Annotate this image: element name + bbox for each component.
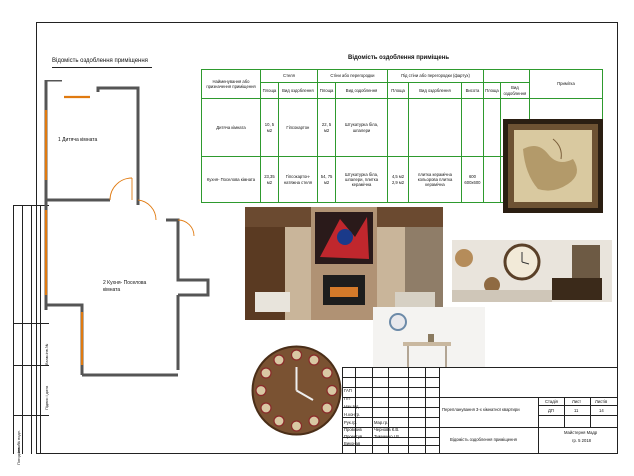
table-cell: плитка керамічна кольорова плитка керамі… (408, 156, 462, 203)
table-cell (408, 98, 462, 157)
stamp-row-label: Виконав (344, 441, 361, 446)
sub-header: Вид оздоблення (277, 82, 318, 99)
table-cell: 23,35 м2 (260, 156, 279, 203)
table-cell: Штукатурка біла, шпалери (335, 98, 388, 157)
sub-header: Висота (460, 82, 485, 99)
table-cell (483, 98, 501, 157)
stamp-row-label: ГІП (344, 396, 351, 401)
room-label-2: 2 Кухня- Поселова кімната (103, 280, 147, 293)
sheet-label: Лист (572, 399, 582, 404)
stamp-name: Чернова К.В. (374, 427, 400, 432)
sub-header: Площа (260, 82, 279, 99)
drawing-frame (36, 22, 618, 454)
table-cell: Дитяча кімната (201, 98, 261, 157)
table-cell: Гіпсокартон (277, 98, 318, 157)
framed-map-image (503, 119, 603, 213)
header-notes: Примітка (529, 69, 603, 99)
stamp-row-label: Проектув (344, 434, 363, 439)
stamp-row-label: Рук.гр. (344, 420, 357, 425)
floor-plan (44, 80, 210, 377)
table-cell (483, 156, 501, 203)
table-cell: 22, 5 м2 (316, 98, 337, 157)
table-cell: Кухня- Поселова кімната (201, 156, 261, 203)
header-walls: Стіни або перегородки (316, 69, 388, 83)
table-title: Відомість оздоблення приміщень (348, 55, 450, 61)
stamp-row-label: ГАП (344, 388, 352, 393)
stamp-name: Мар.гр. (374, 420, 389, 425)
sheets-value: 14 (599, 408, 604, 413)
table-cell (386, 98, 410, 157)
header-room: Найменування або призначення приміщення (201, 69, 261, 99)
sub-header: Площа (483, 82, 501, 99)
header-floor: Під стіни або перегородки (фартух) (386, 69, 485, 83)
table-cell: 600 600х600 (460, 156, 485, 203)
table-cell: Гіпсокартон- натяжна стеля (277, 156, 318, 203)
header-ceiling: Стеля (260, 69, 318, 83)
stamp-name: Тимченко І.В. (374, 434, 401, 439)
org-line-2: гр. 5 2018 (572, 438, 591, 443)
table-cell: 10, 5 м2 (260, 98, 279, 157)
side-label: Інв. № подл. (16, 429, 21, 453)
table-cell: Штукатурка біла, шпалери, плитка кераміч… (335, 156, 388, 203)
stage-label: Стадія (545, 399, 558, 404)
sub-header: Вид оздоблення (499, 82, 531, 99)
sub-header: Площа (316, 82, 337, 99)
console-table-photo (373, 307, 485, 368)
sub-header: Вид оздоблення (335, 82, 388, 99)
stamp-row-label: Провірив (344, 427, 362, 432)
living-room-photo (245, 207, 443, 320)
table-cell: 4,5 м2 2,9 м2 (386, 156, 410, 203)
sheet-title: Відомість оздоблення приміщення (450, 437, 517, 442)
sub-header: Площа (386, 82, 410, 99)
sheets-label: Листів (595, 399, 608, 404)
stamp-row-label: Н.контр. (344, 412, 361, 417)
stamp-row-label: Нач.в.д. (344, 404, 360, 409)
title-block: ГАП ГІП Нач.в.д. Н.контр. Рук.гр. Провір… (342, 367, 618, 454)
side-stamp: Погоджено Взам.інв.№ Підпис і дата Інв. … (13, 205, 49, 465)
table-cell: 54, 75 м2 (316, 156, 337, 203)
sheet-value: 11 (574, 408, 579, 413)
room-label-1: 1 Дитяча кімната (58, 137, 98, 143)
sub-header: Вид оздоблення (408, 82, 462, 99)
stage-value: ДП (548, 408, 554, 413)
project-title: Перепланування 3-х кімнатної квартири (442, 407, 520, 412)
clocks-photo (452, 240, 612, 302)
table-cell (460, 98, 485, 157)
plan-title: Відомість оздоблення приміщення (52, 58, 148, 64)
wall-clock-photo (251, 345, 342, 436)
org-line-1: Майстерня Мадр (564, 430, 598, 435)
